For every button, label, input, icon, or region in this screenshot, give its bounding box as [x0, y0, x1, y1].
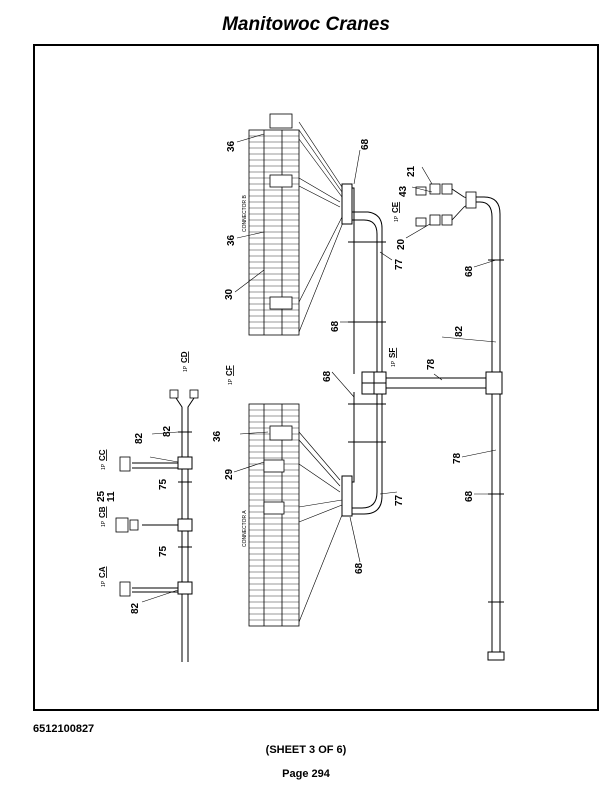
callout-82-cc-b: 82: [162, 425, 173, 437]
svg-text:1P: 1P: [101, 520, 107, 527]
svg-text:1P: 1P: [228, 378, 234, 385]
callout-68-right: 68: [464, 265, 475, 277]
tag-sf: 1P SF: [388, 348, 397, 367]
callout-68-right-low: 68: [464, 490, 475, 502]
left-branch-connectors: [115, 389, 199, 597]
svg-text:1P: 1P: [183, 365, 189, 372]
callout-78-bottom: 78: [452, 452, 463, 464]
svg-text:CD: CD: [180, 351, 189, 363]
callout-75-bottom: 75: [158, 545, 169, 557]
callout-36-mid: 36: [226, 234, 237, 246]
connector-b: [248, 113, 300, 336]
callout-82-right: 82: [454, 325, 465, 337]
diagram-frame: CONNECTOR B CONNECTOR A: [33, 44, 599, 711]
svg-text:1P: 1P: [394, 215, 400, 222]
right-harness: [472, 196, 505, 661]
callout-11: 11: [106, 491, 117, 502]
tag-cc: 1P CC: [98, 449, 107, 470]
sheet-indicator: (SHEET 3 OF 6): [265, 744, 347, 756]
svg-text:1P: 1P: [101, 463, 107, 470]
leader-lines: [141, 133, 497, 603]
callout-75-top: 75: [158, 478, 169, 490]
callout-77-bottom: 77: [394, 494, 405, 506]
connector-a-label: CONNECTOR A: [242, 510, 248, 547]
tag-ca: 1P CA: [98, 566, 107, 587]
callout-36-low: 36: [212, 430, 223, 442]
callout-68-center: 68: [322, 370, 333, 382]
callout-30: 30: [224, 288, 235, 300]
callout-68-mid: 68: [330, 320, 341, 332]
main-harness: [341, 183, 386, 517]
callout-29: 29: [224, 468, 235, 480]
tag-ce: 1P CE: [391, 201, 400, 222]
left-branch-harness: [132, 397, 195, 662]
ce-device-cluster: [415, 183, 477, 227]
svg-text:SF: SF: [388, 348, 397, 358]
connector-b-label: CONNECTOR B: [242, 194, 248, 232]
tag-cd: 1P CD: [180, 351, 189, 372]
svg-text:CA: CA: [98, 566, 107, 578]
tag-cb: 1P CB: [98, 506, 107, 527]
callout-77-top: 77: [394, 258, 405, 270]
wiring-diagram: CONNECTOR B CONNECTOR A: [96, 113, 505, 662]
callout-82-ca: 82: [130, 602, 141, 614]
callout-82-cc-a: 82: [134, 432, 145, 444]
page-number: Page 294: [282, 768, 330, 780]
callout-36-top: 36: [226, 140, 237, 152]
callout-20: 20: [396, 238, 407, 250]
svg-text:1P: 1P: [101, 580, 107, 587]
callout-25: 25: [96, 490, 107, 502]
svg-text:CF: CF: [225, 365, 234, 376]
sf-junction: [361, 371, 503, 395]
callout-21: 21: [406, 165, 417, 177]
callout-43: 43: [398, 185, 409, 197]
tag-cf: 1P CF: [225, 365, 234, 385]
callouts: 36 36 30 68 68 77 21 43 20 68 82 78 68 3…: [96, 138, 475, 614]
wire-fanouts: [298, 121, 345, 623]
svg-text:CB: CB: [98, 506, 107, 518]
page-title: Manitowoc Cranes: [222, 14, 390, 35]
document-number: 6512100827: [33, 723, 95, 735]
svg-text:CC: CC: [98, 449, 107, 461]
svg-text:CE: CE: [391, 201, 400, 213]
callout-68-top: 68: [360, 138, 371, 150]
svg-text:1P: 1P: [391, 360, 397, 367]
callout-68-bottom: 68: [354, 562, 365, 574]
callout-78-top: 78: [426, 358, 437, 370]
connector-a: [248, 403, 300, 627]
